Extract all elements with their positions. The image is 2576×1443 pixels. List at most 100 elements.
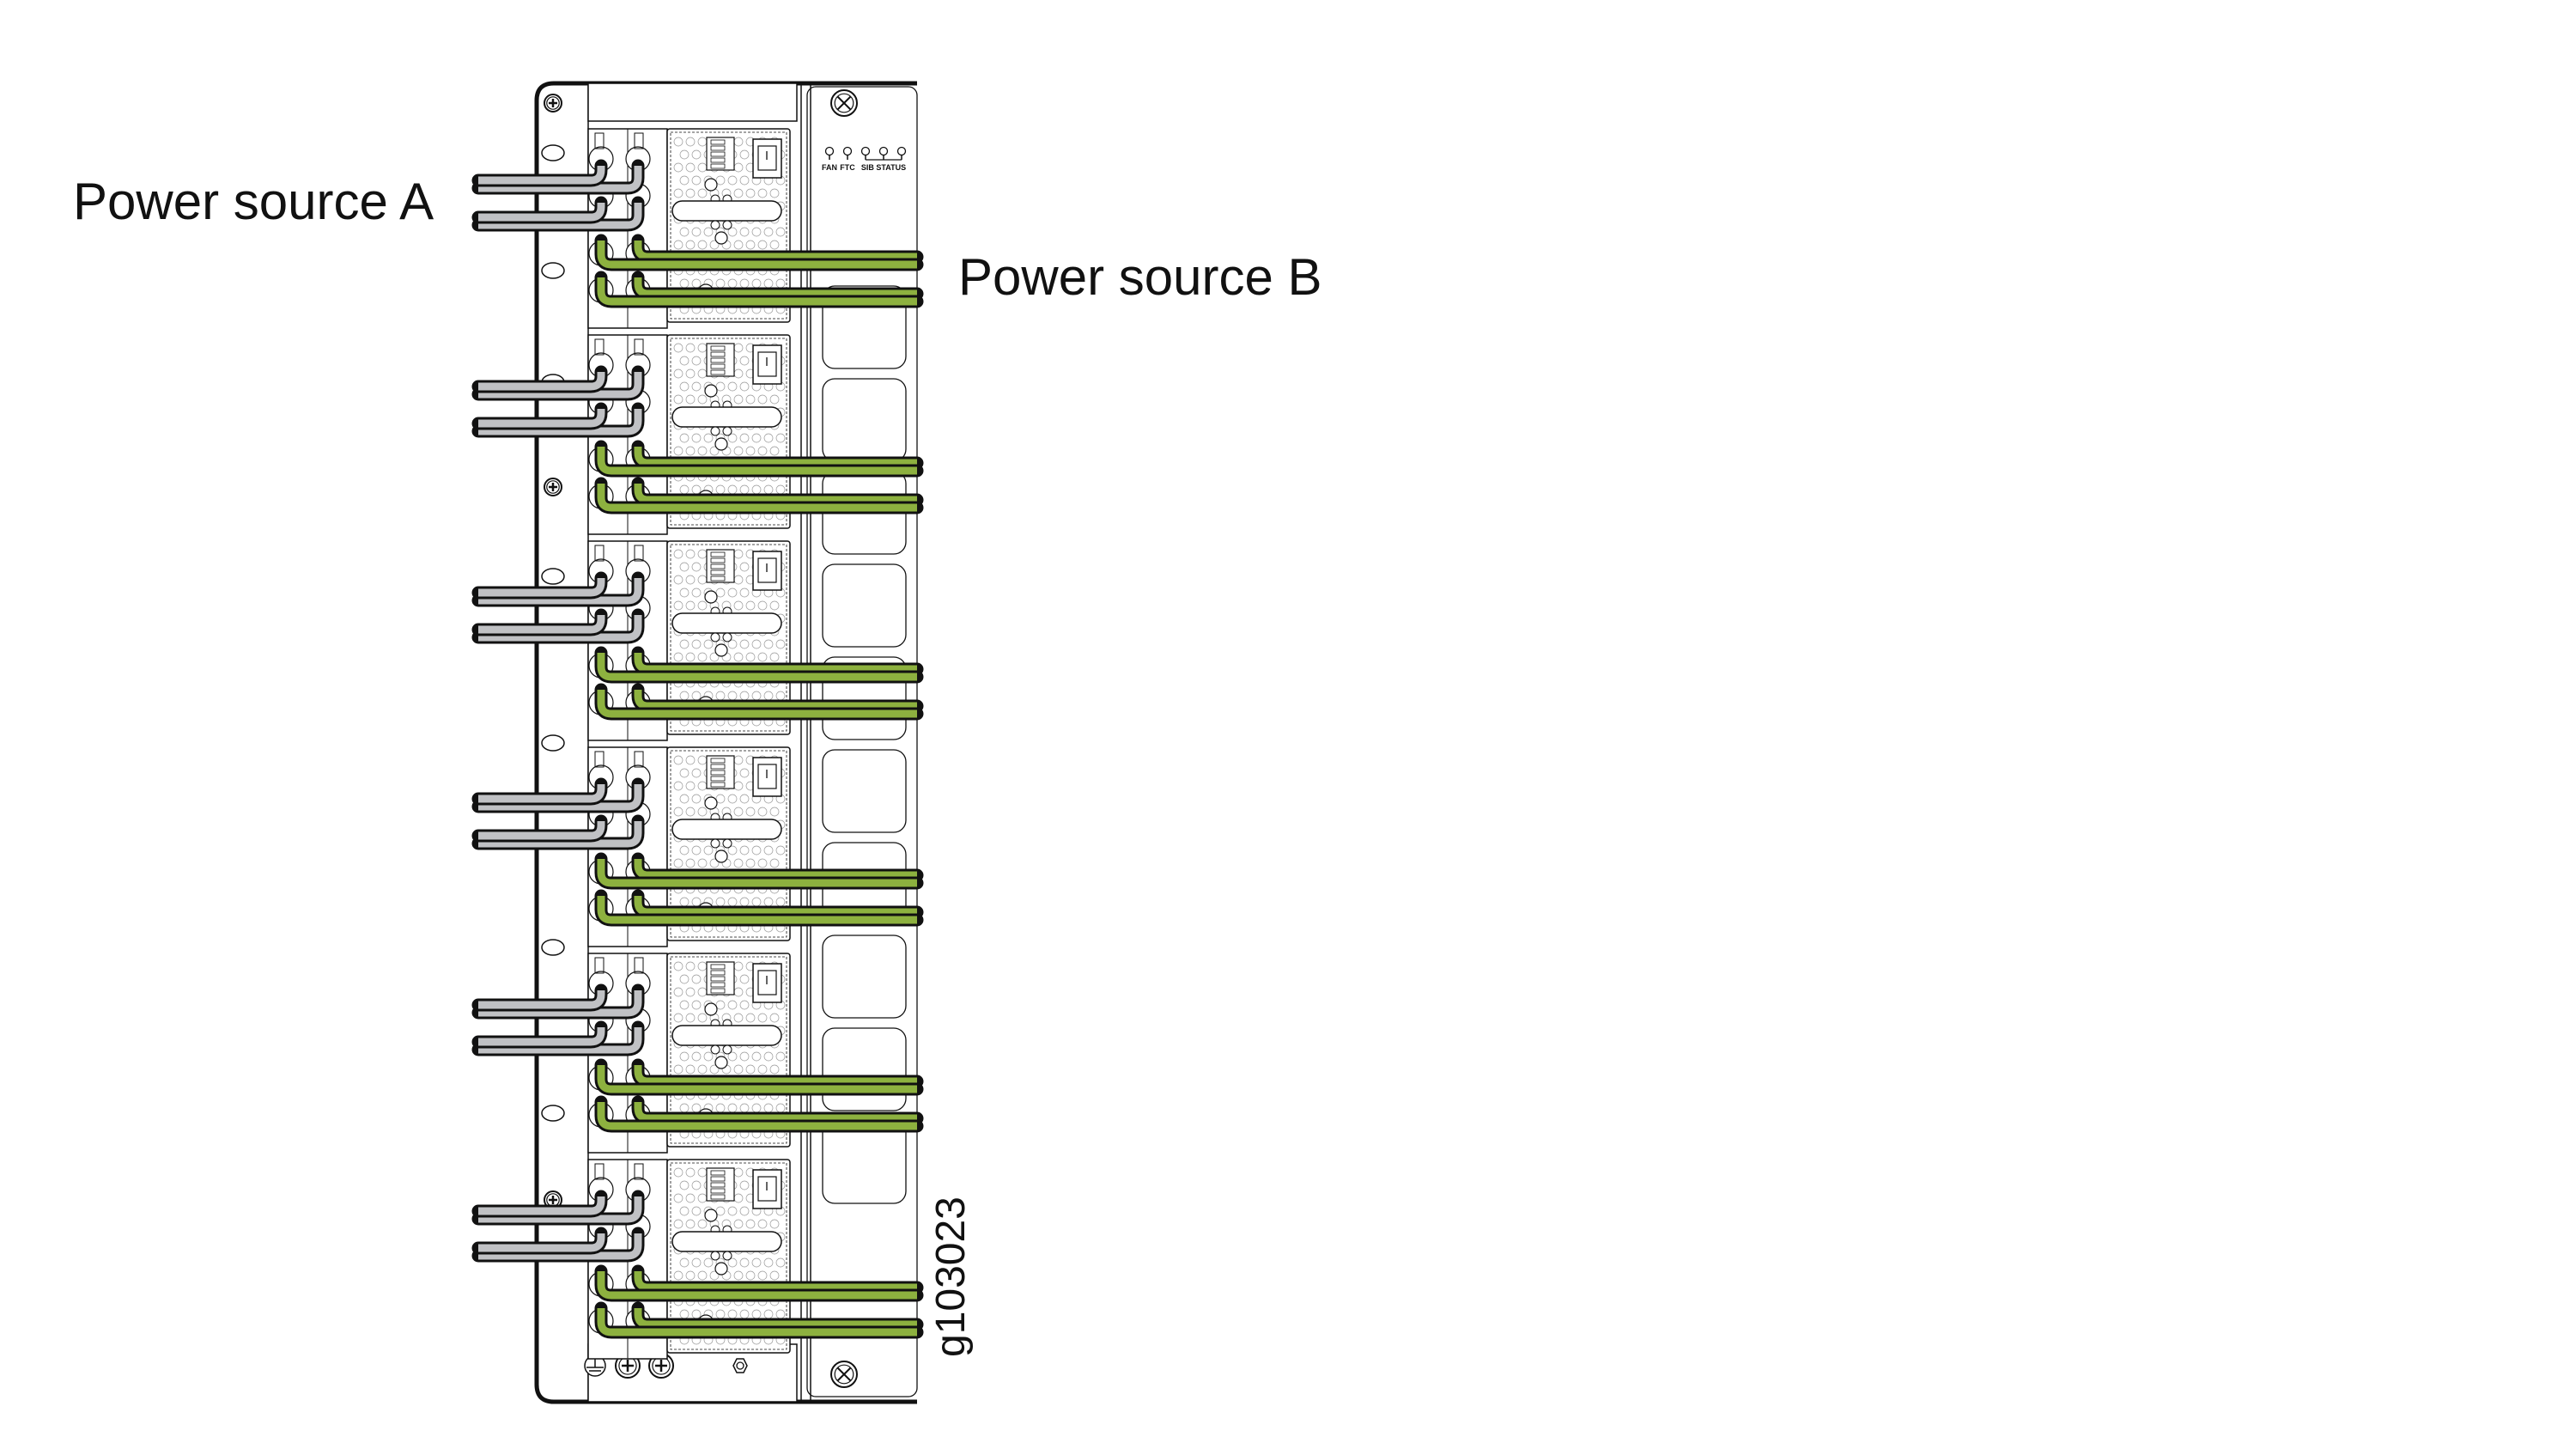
grille-hole xyxy=(685,549,696,559)
grille-hole xyxy=(757,1219,768,1229)
grille-hole xyxy=(673,240,683,250)
source-a-cable xyxy=(478,1233,605,1252)
status-led xyxy=(714,231,728,245)
status-led xyxy=(714,643,728,657)
status-led xyxy=(704,178,718,192)
power-source-b-label: Power source B xyxy=(958,248,1322,306)
grille-hole xyxy=(763,639,774,649)
grille-hole xyxy=(679,1257,690,1268)
source-a-cable xyxy=(478,372,605,391)
source-a-cable xyxy=(478,990,605,1009)
grille-hole xyxy=(685,446,696,456)
psu-handle xyxy=(671,1025,782,1046)
input-led xyxy=(722,220,732,230)
grille-hole xyxy=(727,588,738,598)
led-label: FAN xyxy=(822,163,837,172)
source-b-cable xyxy=(597,240,917,269)
psu-grille xyxy=(670,750,787,938)
grille-hole xyxy=(685,807,696,817)
panel-slot xyxy=(822,378,907,462)
grille-hole xyxy=(685,240,696,250)
grille-hole xyxy=(697,240,708,250)
grille-hole xyxy=(709,1064,720,1075)
grille-hole xyxy=(757,600,768,611)
grille-hole xyxy=(739,1180,750,1190)
screw-slot xyxy=(655,1360,667,1372)
grille-hole xyxy=(733,652,744,662)
rail-screw-icon xyxy=(544,1190,562,1209)
rocker xyxy=(757,557,777,583)
panel-slot xyxy=(822,1027,907,1111)
grille-hole xyxy=(709,446,720,456)
grille-hole xyxy=(679,1180,690,1190)
source-b-cable xyxy=(634,653,917,673)
dip-toggle xyxy=(710,139,726,145)
grille-hole xyxy=(697,807,708,817)
dip-toggle xyxy=(710,1182,726,1188)
grille-hole xyxy=(757,652,768,662)
grille-hole xyxy=(745,652,756,662)
nut-icon xyxy=(732,1358,748,1373)
grille-hole xyxy=(739,1257,750,1268)
source-b-cable xyxy=(597,484,917,512)
grille-hole xyxy=(703,1257,714,1268)
grille-hole xyxy=(739,794,750,804)
panel-slot xyxy=(822,563,907,648)
source-a-cable xyxy=(478,784,605,803)
latch xyxy=(634,1163,644,1180)
grille-hole xyxy=(691,149,702,160)
dip-toggle xyxy=(710,1176,726,1182)
grille-hole xyxy=(691,381,702,392)
grille-hole xyxy=(709,240,720,250)
power-source-a-label: Power source A xyxy=(73,173,434,230)
source-a-cable xyxy=(478,821,642,848)
dip-toggle xyxy=(710,782,726,788)
source-a-cable xyxy=(478,578,605,597)
grille-hole xyxy=(763,227,774,237)
psu-handle xyxy=(671,406,782,428)
grille-hole xyxy=(739,562,750,572)
grille-hole xyxy=(703,433,714,443)
dip-toggle xyxy=(710,776,726,782)
grille-hole xyxy=(727,227,738,237)
input-led xyxy=(710,838,720,849)
status-led xyxy=(878,146,889,156)
source-b-cable xyxy=(634,1308,917,1329)
grille-hole xyxy=(739,1206,750,1216)
grille-hole xyxy=(691,1051,702,1062)
grille-hole xyxy=(733,1219,744,1229)
status-led xyxy=(714,849,728,863)
rail-screw-icon xyxy=(544,94,562,113)
ground-screw-icon xyxy=(615,1353,641,1379)
grille-hole xyxy=(733,1064,744,1075)
grille-hole xyxy=(691,562,702,572)
grille-hole xyxy=(673,137,683,147)
grille-hole xyxy=(697,652,708,662)
dip-toggle xyxy=(710,351,726,357)
grille-hole xyxy=(715,381,726,392)
grille-hole xyxy=(685,1193,696,1203)
source-a-cable xyxy=(478,1196,642,1223)
grille-hole xyxy=(673,781,683,791)
grille-hole xyxy=(745,1064,756,1075)
psu-handle xyxy=(671,1231,782,1252)
grille-hole xyxy=(745,240,756,250)
grille-hole xyxy=(775,1257,786,1268)
screw-slot xyxy=(836,1367,852,1382)
grille-hole xyxy=(685,162,696,173)
grille-hole xyxy=(679,588,690,598)
dip-toggle xyxy=(710,976,726,982)
grille-hole xyxy=(739,639,750,649)
input-led xyxy=(710,426,720,436)
grille-hole xyxy=(727,381,738,392)
dip-toggle xyxy=(710,1188,726,1194)
source-a-cable xyxy=(478,615,642,642)
grille-hole xyxy=(685,1270,696,1281)
grille-hole xyxy=(751,1257,762,1268)
source-a-cable xyxy=(478,615,605,634)
grille-hole xyxy=(673,549,683,559)
source-a-cable xyxy=(478,784,642,811)
grille-hole xyxy=(739,1051,750,1062)
nut-hole xyxy=(736,1361,744,1370)
grille-hole xyxy=(757,240,768,250)
